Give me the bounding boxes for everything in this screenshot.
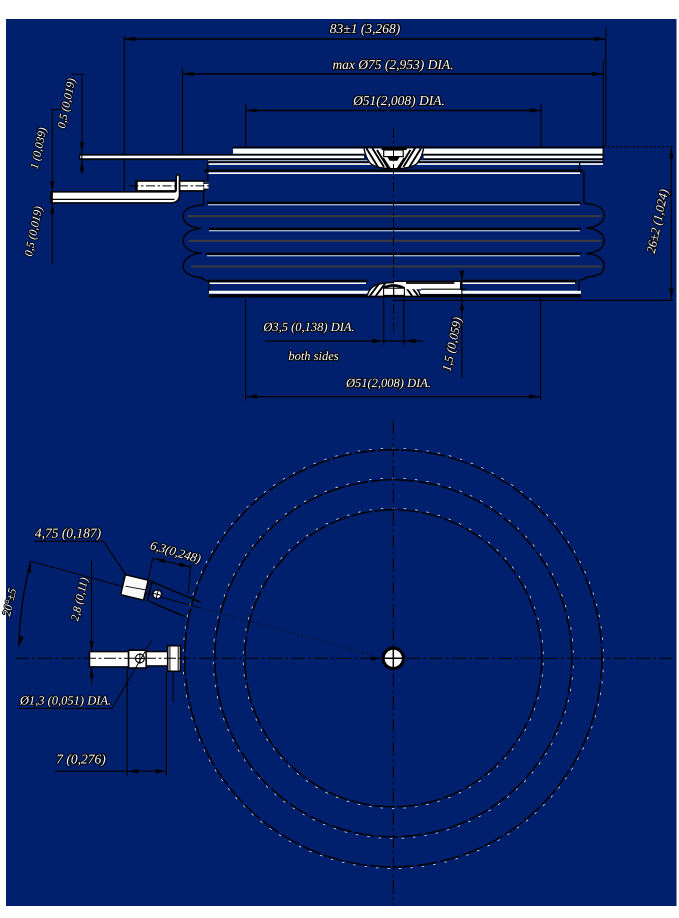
- svg-text:83±1 (3,268): 83±1 (3,268): [330, 21, 401, 36]
- svg-text:both sides: both sides: [288, 349, 338, 363]
- svg-text:Ø51(2,008) DIA.: Ø51(2,008) DIA.: [352, 93, 445, 108]
- svg-text:4,75 (0,187): 4,75 (0,187): [35, 525, 102, 540]
- svg-text:max Ø75 (2,953) DIA.: max Ø75 (2,953) DIA.: [332, 57, 453, 72]
- svg-text:Ø51(2,008) DIA.: Ø51(2,008) DIA.: [345, 376, 431, 390]
- svg-text:Ø1,3 (0,051) DIA.: Ø1,3 (0,051) DIA.: [19, 693, 111, 707]
- svg-text:7 (0,276): 7 (0,276): [56, 751, 106, 766]
- svg-text:Ø3,5 (0,138) DIA.: Ø3,5 (0,138) DIA.: [262, 320, 354, 334]
